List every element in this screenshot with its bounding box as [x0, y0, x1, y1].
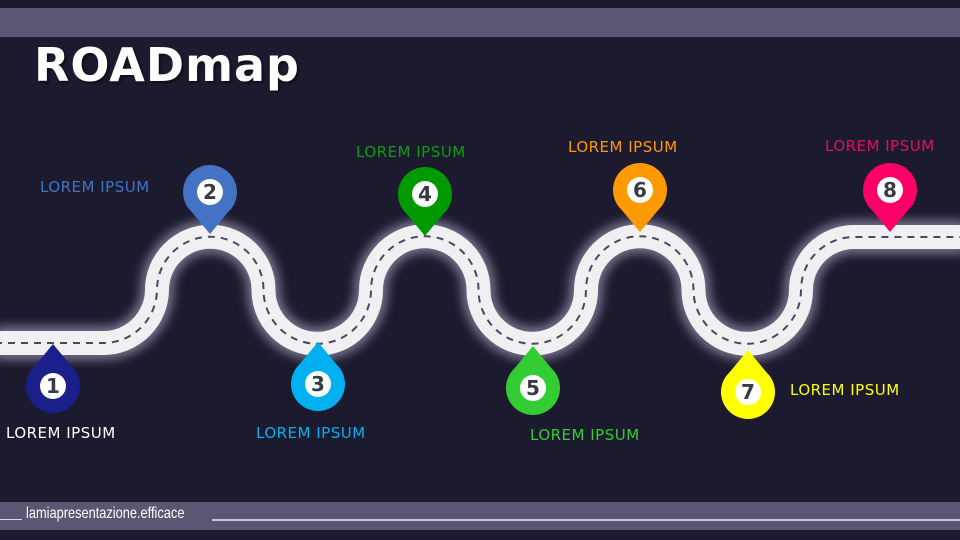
- milestone-label-1: LOREM IPSUM: [6, 424, 116, 442]
- milestone-pin-8: 8: [863, 162, 917, 232]
- footer-divider-right: [212, 519, 960, 521]
- milestone-label-3: LOREM IPSUM: [256, 424, 366, 442]
- milestone-pin-6: 6: [613, 162, 667, 232]
- pin-number-badge: [520, 375, 546, 401]
- pin-number: 2: [203, 180, 217, 204]
- milestone-label-6: LOREM IPSUM: [568, 138, 678, 156]
- pin-number-badge: [412, 181, 438, 207]
- pin-number: 1: [46, 374, 60, 398]
- bottom-band: [0, 502, 960, 530]
- milestone-label-4: LOREM IPSUM: [356, 143, 466, 161]
- pin-number: 6: [633, 178, 647, 202]
- milestone-label-7: LOREM IPSUM: [790, 381, 900, 399]
- pin-number: 5: [526, 376, 540, 400]
- pin-number-badge: [305, 371, 331, 397]
- pin-number-badge: [40, 373, 66, 399]
- milestone-pin-4: 4: [397, 166, 452, 236]
- pin-number-badge: [627, 177, 653, 203]
- footer-divider-left: [0, 519, 22, 520]
- road-center-line: [0, 235, 960, 345]
- milestone-label-2: LOREM IPSUM: [40, 178, 150, 196]
- milestone-pin-5: 5: [506, 346, 560, 416]
- pin-number-badge: [197, 179, 223, 205]
- pin-number: 7: [741, 380, 755, 404]
- milestone-label-8: LOREM IPSUM: [825, 137, 935, 155]
- pin-number: 8: [883, 178, 897, 202]
- road: [0, 219, 960, 361]
- milestone-pin-1: 1: [26, 344, 80, 413]
- milestone-pin-7: 7: [721, 350, 775, 420]
- pin-number-badge: [877, 177, 903, 203]
- top-band: [0, 8, 960, 37]
- milestone-pin-2: 2: [183, 165, 237, 234]
- milestone-pin-3: 3: [291, 342, 346, 412]
- pin-number: 4: [418, 182, 432, 206]
- page-title: ROADmap: [34, 38, 300, 92]
- footer-brand: lamiapresentazione.efficace: [26, 505, 185, 522]
- pin-number: 3: [311, 372, 325, 396]
- milestone-label-5: LOREM IPSUM: [530, 426, 640, 444]
- pin-number-badge: [735, 379, 761, 405]
